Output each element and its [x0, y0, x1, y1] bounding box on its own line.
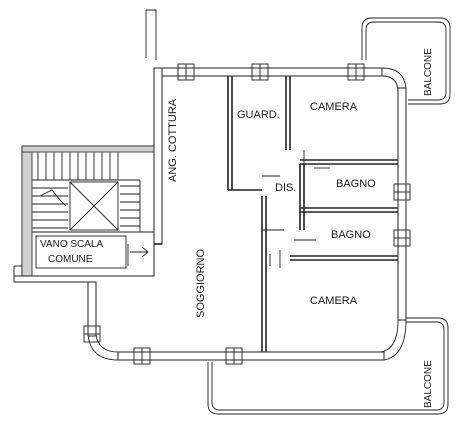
room-label-guardaroba: GUARD.	[237, 109, 280, 121]
windows	[83, 63, 411, 365]
room-label-disimpegno: DIS.	[275, 182, 296, 194]
room-label-vano-scala: VANO SCALA	[40, 239, 103, 250]
stair-direction-line	[39, 189, 67, 207]
room-label-soggiorno: SOGGIORNO	[195, 248, 207, 318]
interior-walls	[227, 76, 398, 352]
room-label-balcone-top: BALCONE	[423, 48, 434, 96]
north-wall-stub	[145, 9, 157, 60]
stair-steps-right	[120, 180, 141, 232]
building-outline	[13, 265, 96, 283]
stair-steps-left	[32, 187, 68, 229]
room-label-bagno-1: BAGNO	[336, 178, 376, 190]
balcone-bottom	[207, 317, 449, 415]
room-label-camera-top: CAMERA	[310, 101, 358, 113]
stairwell	[21, 145, 162, 277]
room-label-balcone-bottom: BALCONE	[423, 360, 434, 408]
balcone-top	[361, 17, 451, 105]
room-label-bagno-2: BAGNO	[331, 229, 371, 241]
room-label-comune: COMUNE	[48, 254, 93, 265]
room-label-camera-bottom: CAMERA	[310, 295, 358, 307]
entry-arrow	[130, 246, 149, 258]
stair-steps-top	[32, 152, 140, 181]
room-label-angolo-cottura: ANG. COTTURA	[167, 98, 179, 182]
elevator-shaft	[69, 181, 119, 231]
